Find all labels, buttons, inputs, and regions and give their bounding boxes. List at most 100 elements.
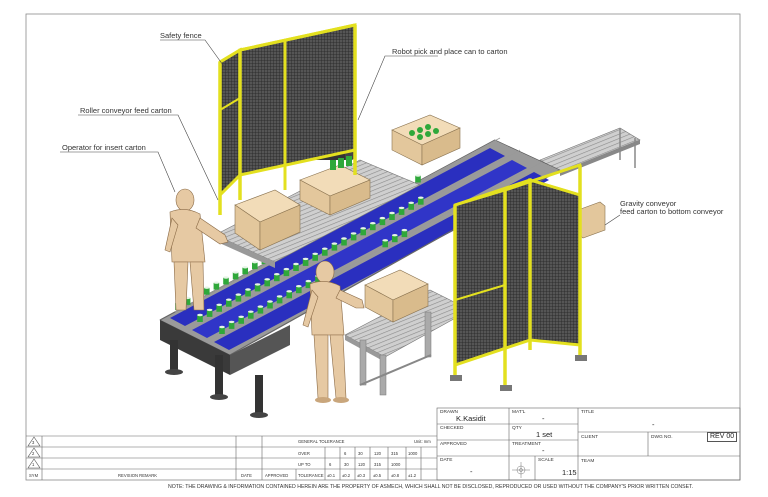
can <box>232 272 239 280</box>
upto-label: UP TO <box>298 462 311 467</box>
can <box>415 175 421 183</box>
tolerance-value: ±0.5 <box>373 473 382 478</box>
tolerance-header: GENERAL TOLERANCE <box>298 439 345 444</box>
can <box>341 238 347 246</box>
tolerance-value: ±1.2 <box>408 473 417 478</box>
can <box>350 233 357 241</box>
can-lid <box>296 285 302 288</box>
can <box>245 289 251 297</box>
can-lid <box>360 227 367 230</box>
can-lid <box>226 298 232 301</box>
right-safety-fence <box>450 163 587 391</box>
can-lid <box>228 320 235 324</box>
can-lid <box>398 206 405 210</box>
can <box>392 235 398 243</box>
can-lid <box>257 305 264 308</box>
quantity-value: 1 set <box>536 430 553 439</box>
can-lid <box>197 313 203 317</box>
over-value: 30 <box>358 451 363 456</box>
upto-value: 315 <box>374 462 381 467</box>
over-value: 1000 <box>408 451 418 456</box>
can <box>228 321 235 329</box>
upto-value: 120 <box>358 462 365 467</box>
can-lid <box>389 211 395 215</box>
material-label: MAT'L <box>512 410 526 415</box>
can-lid <box>242 266 248 269</box>
rev-mark-2: 2 <box>32 451 35 456</box>
can <box>206 309 213 317</box>
can <box>238 316 244 324</box>
can-lid <box>219 325 225 329</box>
can <box>254 284 261 292</box>
drawn-value: K.Kasidit <box>456 414 486 423</box>
can-lid <box>382 239 389 242</box>
can-lid <box>238 315 244 318</box>
can-lid <box>401 228 408 232</box>
can <box>276 296 283 304</box>
can <box>296 286 302 294</box>
callout-gravity-line1: Gravity conveyor <box>620 199 677 208</box>
can <box>418 197 424 205</box>
footer-note: NOTE: THE DRAWING & INFORMATION CONTAINE… <box>168 484 694 490</box>
over-value: 6 <box>344 451 347 456</box>
revision-date-label: DATE <box>241 473 252 478</box>
can <box>398 207 405 215</box>
tolerance-value: ±0.3 <box>357 473 366 478</box>
title-label: TITLE <box>581 410 595 415</box>
can <box>389 213 395 220</box>
can-lid <box>331 242 338 245</box>
can <box>252 262 258 270</box>
treatment-label: TREATMENT <box>512 442 541 447</box>
drawn-label: DRAWN <box>440 410 458 415</box>
can <box>267 301 273 309</box>
can <box>401 230 408 238</box>
can <box>248 311 254 319</box>
can <box>264 279 270 287</box>
main-conveyor <box>159 137 561 418</box>
date-label: DATE <box>440 458 453 463</box>
can <box>219 327 225 334</box>
upto-value: 6 <box>329 462 332 467</box>
tolerance-value: ±0.2 <box>342 473 351 478</box>
approved-label: APPROVED <box>440 442 467 447</box>
operator-left <box>164 188 229 311</box>
can <box>379 218 386 226</box>
checked-label: CHECKED <box>440 426 464 431</box>
can-lid <box>248 310 254 313</box>
can <box>312 253 318 261</box>
can-lid <box>267 300 273 303</box>
tolerance-unit: Unit: mm <box>414 439 431 444</box>
title-block-grid <box>26 407 741 481</box>
can <box>213 282 220 290</box>
can-lid <box>252 261 258 264</box>
can-lid <box>283 267 290 271</box>
can-lid <box>286 290 293 293</box>
can-lid <box>276 295 283 298</box>
can-lid <box>254 283 261 286</box>
can-lid <box>408 201 415 204</box>
can-lid <box>415 174 421 177</box>
rev-mark-3: 3 <box>32 440 35 445</box>
can-lid <box>418 196 424 199</box>
operator-front <box>302 260 365 403</box>
revision-box: REV 00 <box>707 432 738 442</box>
scale-label: SCALE <box>538 458 554 463</box>
revision-remark-label: REVISION REMARK <box>118 473 158 478</box>
sym-label: SYM <box>29 473 39 478</box>
can <box>204 287 210 295</box>
front-roller-conveyor <box>344 289 471 396</box>
can-lid <box>204 286 210 289</box>
can-lid <box>213 281 220 284</box>
treatment-value: - <box>542 446 545 455</box>
can <box>305 281 312 289</box>
team-label: TEAM <box>581 459 595 464</box>
can <box>322 248 328 256</box>
callout-safety-fence: Safety fence <box>160 31 202 40</box>
over-value: 315 <box>391 451 398 456</box>
revision-triangles <box>27 436 41 469</box>
upto-value: 1000 <box>391 462 401 467</box>
can-lid <box>312 252 319 255</box>
callout-operator: Operator for insert carton <box>62 143 146 152</box>
